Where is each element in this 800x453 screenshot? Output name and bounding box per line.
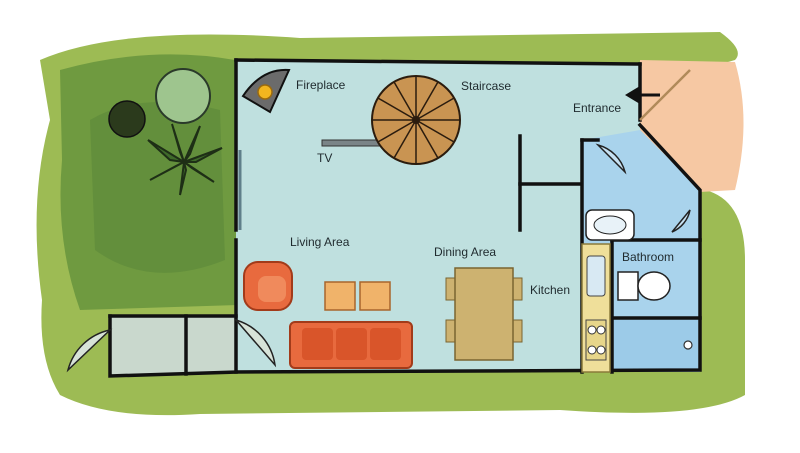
ottoman-left (324, 281, 356, 311)
shrub-dark (108, 100, 146, 138)
sofa (289, 321, 413, 369)
shower-drain (683, 340, 693, 350)
label-tv: TV (317, 151, 332, 165)
sink (585, 209, 635, 241)
label-bathroom: Bathroom (622, 250, 674, 264)
stair-tread (415, 81, 439, 121)
label-kitchen: Kitchen (530, 283, 570, 297)
staircase (371, 75, 461, 165)
stair-tread (377, 119, 417, 143)
kitchen-counter (581, 243, 611, 373)
stair-tread (393, 81, 417, 121)
fireplace (241, 68, 291, 114)
armchair (243, 261, 293, 311)
dining-table (445, 267, 523, 361)
label-dining-area: Dining Area (434, 245, 496, 259)
doors (66, 69, 691, 373)
label-living-area: Living Area (290, 235, 350, 249)
stair-tread (393, 119, 417, 159)
stair-tread (377, 97, 417, 121)
stair-tread (415, 119, 439, 159)
stair-tread (415, 119, 455, 143)
annex-floor (110, 316, 236, 376)
ottoman-right (359, 281, 391, 311)
palm-plant (147, 123, 223, 196)
stair-tread (415, 97, 455, 121)
toilet (617, 271, 671, 301)
entrance-arrow-icon (625, 86, 660, 104)
label-entrance: Entrance (573, 101, 621, 115)
shrub-round (155, 68, 211, 124)
label-fireplace: Fireplace (296, 78, 346, 92)
label-staircase: Staircase (461, 79, 511, 93)
walls (108, 58, 702, 378)
